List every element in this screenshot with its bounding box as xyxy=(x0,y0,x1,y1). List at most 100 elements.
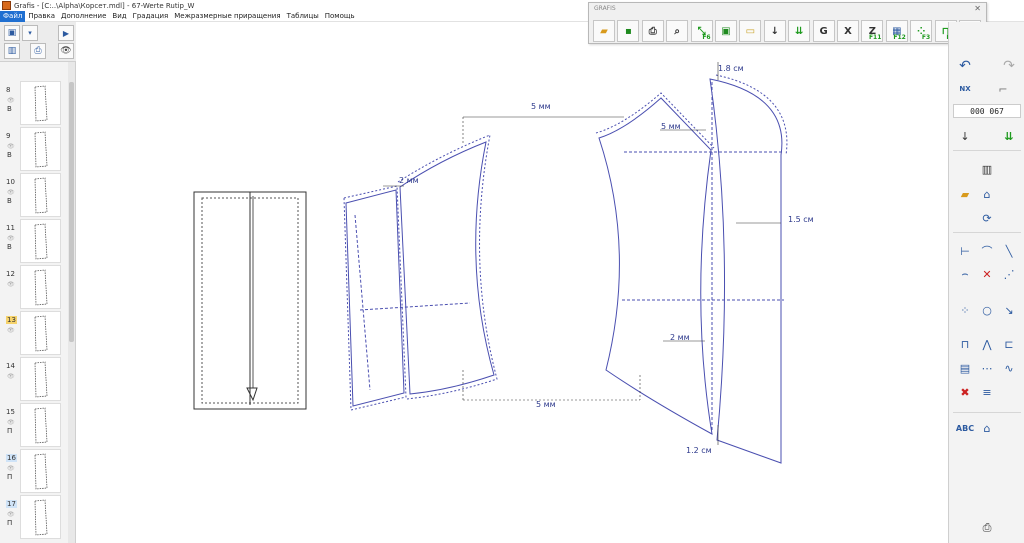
drawing-canvas[interactable]: 5 мм 2 мм 5 мм 1.8 см 1.5 см 2 мм 5 мм 1… xyxy=(77,22,948,543)
curve-icon[interactable]: ⌒ xyxy=(981,245,993,258)
menu-edit[interactable]: Правка xyxy=(28,11,55,20)
double-arrow-down-icon[interactable]: ⇊ xyxy=(788,20,811,42)
piece-thumbnail[interactable] xyxy=(20,265,61,309)
piece-thumbnail[interactable] xyxy=(20,357,61,401)
piece-thumbnail[interactable] xyxy=(20,127,61,171)
piece-list-item[interactable]: 17👁П xyxy=(0,494,66,540)
piece-thumbnail[interactable] xyxy=(20,173,61,217)
piece-thumbnail[interactable] xyxy=(20,311,61,355)
nx-icon[interactable]: NX xyxy=(959,85,971,93)
piece-letter: В xyxy=(7,243,12,251)
piece-list-item[interactable]: 16👁П xyxy=(0,448,66,494)
text-icon[interactable]: ABC xyxy=(955,423,975,433)
visibility-icon[interactable]: 👁 xyxy=(7,281,15,288)
line-icon[interactable]: ⌐ xyxy=(998,82,1008,96)
visibility-icon[interactable]: 👁 xyxy=(7,419,15,426)
piece-list-item[interactable]: 12👁 xyxy=(0,264,66,310)
undo-icon[interactable]: ↶ xyxy=(959,58,971,74)
piece-list-scroll-thumb[interactable] xyxy=(69,82,74,342)
dropdown-icon[interactable]: ▾ xyxy=(22,25,38,41)
dart-icon[interactable]: ⋀ xyxy=(982,337,992,351)
table-icon[interactable]: ▦F12 xyxy=(885,20,908,42)
menu-help[interactable]: Помощь xyxy=(324,11,355,20)
print-icon[interactable]: ⎙ xyxy=(641,20,664,42)
measure-icon[interactable]: ⊢ xyxy=(960,244,970,258)
piece-list-item[interactable]: 11 👁В xyxy=(0,218,66,264)
arc-icon[interactable]: ⌢ xyxy=(961,267,969,280)
expand-icon[interactable]: ▶ xyxy=(58,25,74,41)
menu-extra[interactable]: Дополнение xyxy=(60,11,107,20)
layers-icon[interactable]: ≡ xyxy=(982,385,992,399)
back-panel-left xyxy=(598,97,713,435)
dotted-curve-icon[interactable]: ⋰ xyxy=(1003,267,1015,281)
zigzag-icon[interactable]: ∿ xyxy=(1004,361,1014,375)
piece-thumbnail[interactable] xyxy=(20,219,61,263)
double-arrow-down-icon[interactable]: ⇊ xyxy=(1004,129,1014,143)
visibility-icon[interactable]: 👁 xyxy=(7,143,15,150)
visibility-icon[interactable]: 👁 xyxy=(7,465,15,472)
plotter-icon[interactable]: ⎙ xyxy=(982,521,992,534)
pieces-icon[interactable]: ▥ xyxy=(4,43,20,59)
panel-icon[interactable]: ⊏ xyxy=(1004,337,1014,351)
ruler-icon[interactable]: ▭ xyxy=(739,20,762,42)
fit-icon[interactable]: ⤡F6 xyxy=(690,20,713,42)
pieces-icon[interactable]: ▥ xyxy=(981,162,993,176)
shortcut-key: F6 xyxy=(702,34,711,41)
piece-list-item[interactable]: 13👁 xyxy=(0,310,66,356)
piece-number: 11 xyxy=(6,224,15,232)
pattern-drawing xyxy=(193,62,788,464)
x-icon[interactable]: X xyxy=(837,20,859,42)
menu-view[interactable]: Вид xyxy=(112,11,127,20)
circle-icon[interactable]: ○ xyxy=(982,303,992,317)
save-icon[interactable]: ▪ xyxy=(617,20,640,42)
toolbar-button-glyph: ▭ xyxy=(745,25,756,37)
piece-list-item[interactable]: 15👁П xyxy=(0,402,66,448)
open-folder-icon[interactable]: ▰ xyxy=(593,20,615,42)
arrow-down-icon[interactable]: ↓ xyxy=(763,20,786,42)
piece-list-item[interactable]: 14👁 xyxy=(0,356,66,402)
g-icon[interactable]: G xyxy=(812,20,835,42)
mirror-icon[interactable]: ⌂ xyxy=(983,421,991,435)
intersect-icon[interactable]: ✕ xyxy=(982,267,992,281)
visibility-icon[interactable]: 👁 xyxy=(7,511,15,518)
piece-thumbnail[interactable] xyxy=(20,81,61,125)
hook-icon[interactable]: ↘ xyxy=(1004,303,1014,317)
visibility-icon[interactable]: 👁 xyxy=(7,373,15,380)
dimension-label: 1.5 см xyxy=(788,215,814,224)
rotate-icon[interactable]: ⟳ xyxy=(982,211,992,225)
dimension-label: 1.2 см xyxy=(686,446,712,455)
bodice-icon[interactable]: ⊓ xyxy=(960,337,970,351)
menu-grading[interactable]: Градация xyxy=(132,11,169,20)
visibility-icon[interactable]: 👁 xyxy=(7,97,15,104)
piece-thumbnail[interactable] xyxy=(20,403,61,447)
shape-icon[interactable]: ⌂ xyxy=(983,187,991,201)
delete-icon[interactable]: ✖ xyxy=(960,385,970,399)
menu-tables[interactable]: Таблицы xyxy=(286,11,319,20)
visibility-icon[interactable]: 👁 xyxy=(7,327,15,334)
points-icon[interactable]: ⁘F3 xyxy=(910,20,933,42)
toolbar-button-glyph: ⇊ xyxy=(794,25,804,37)
open-folder-icon[interactable]: ▰ xyxy=(960,187,970,201)
piece-thumbnail[interactable] xyxy=(20,495,61,539)
menu-file[interactable]: Файл xyxy=(0,10,26,22)
piece-list-item[interactable]: 8👁В xyxy=(0,80,66,126)
label-icon[interactable]: ▤ xyxy=(959,361,971,375)
page-icon[interactable]: ▣ xyxy=(715,20,737,42)
diagonal-icon[interactable]: ╲ xyxy=(1005,244,1013,258)
piece-thumbnail[interactable] xyxy=(20,449,61,493)
redo-icon[interactable]: ↷ xyxy=(1003,58,1015,74)
menu-size-increments[interactable]: Межразмерные приращения xyxy=(174,11,281,20)
close-icon[interactable]: ✕ xyxy=(974,4,981,13)
view-mode-icon[interactable]: ▣ xyxy=(4,25,20,41)
seam-icon[interactable]: ⋯ xyxy=(981,361,993,375)
arrow-down-icon[interactable]: ↓ xyxy=(960,129,970,143)
points-icon[interactable]: ⁘ xyxy=(960,303,970,317)
piece-list-item[interactable]: 9👁В xyxy=(0,126,66,172)
zoom-icon[interactable]: ⌕ xyxy=(666,20,689,42)
print-icon[interactable]: ⎙ xyxy=(30,43,46,59)
piece-list-item[interactable]: 10👁В xyxy=(0,172,66,218)
visibility-icon[interactable]: 👁 xyxy=(7,235,15,242)
visibility-icon[interactable]: 👁 xyxy=(7,189,15,196)
eye-icon[interactable]: 👁 xyxy=(58,43,74,59)
